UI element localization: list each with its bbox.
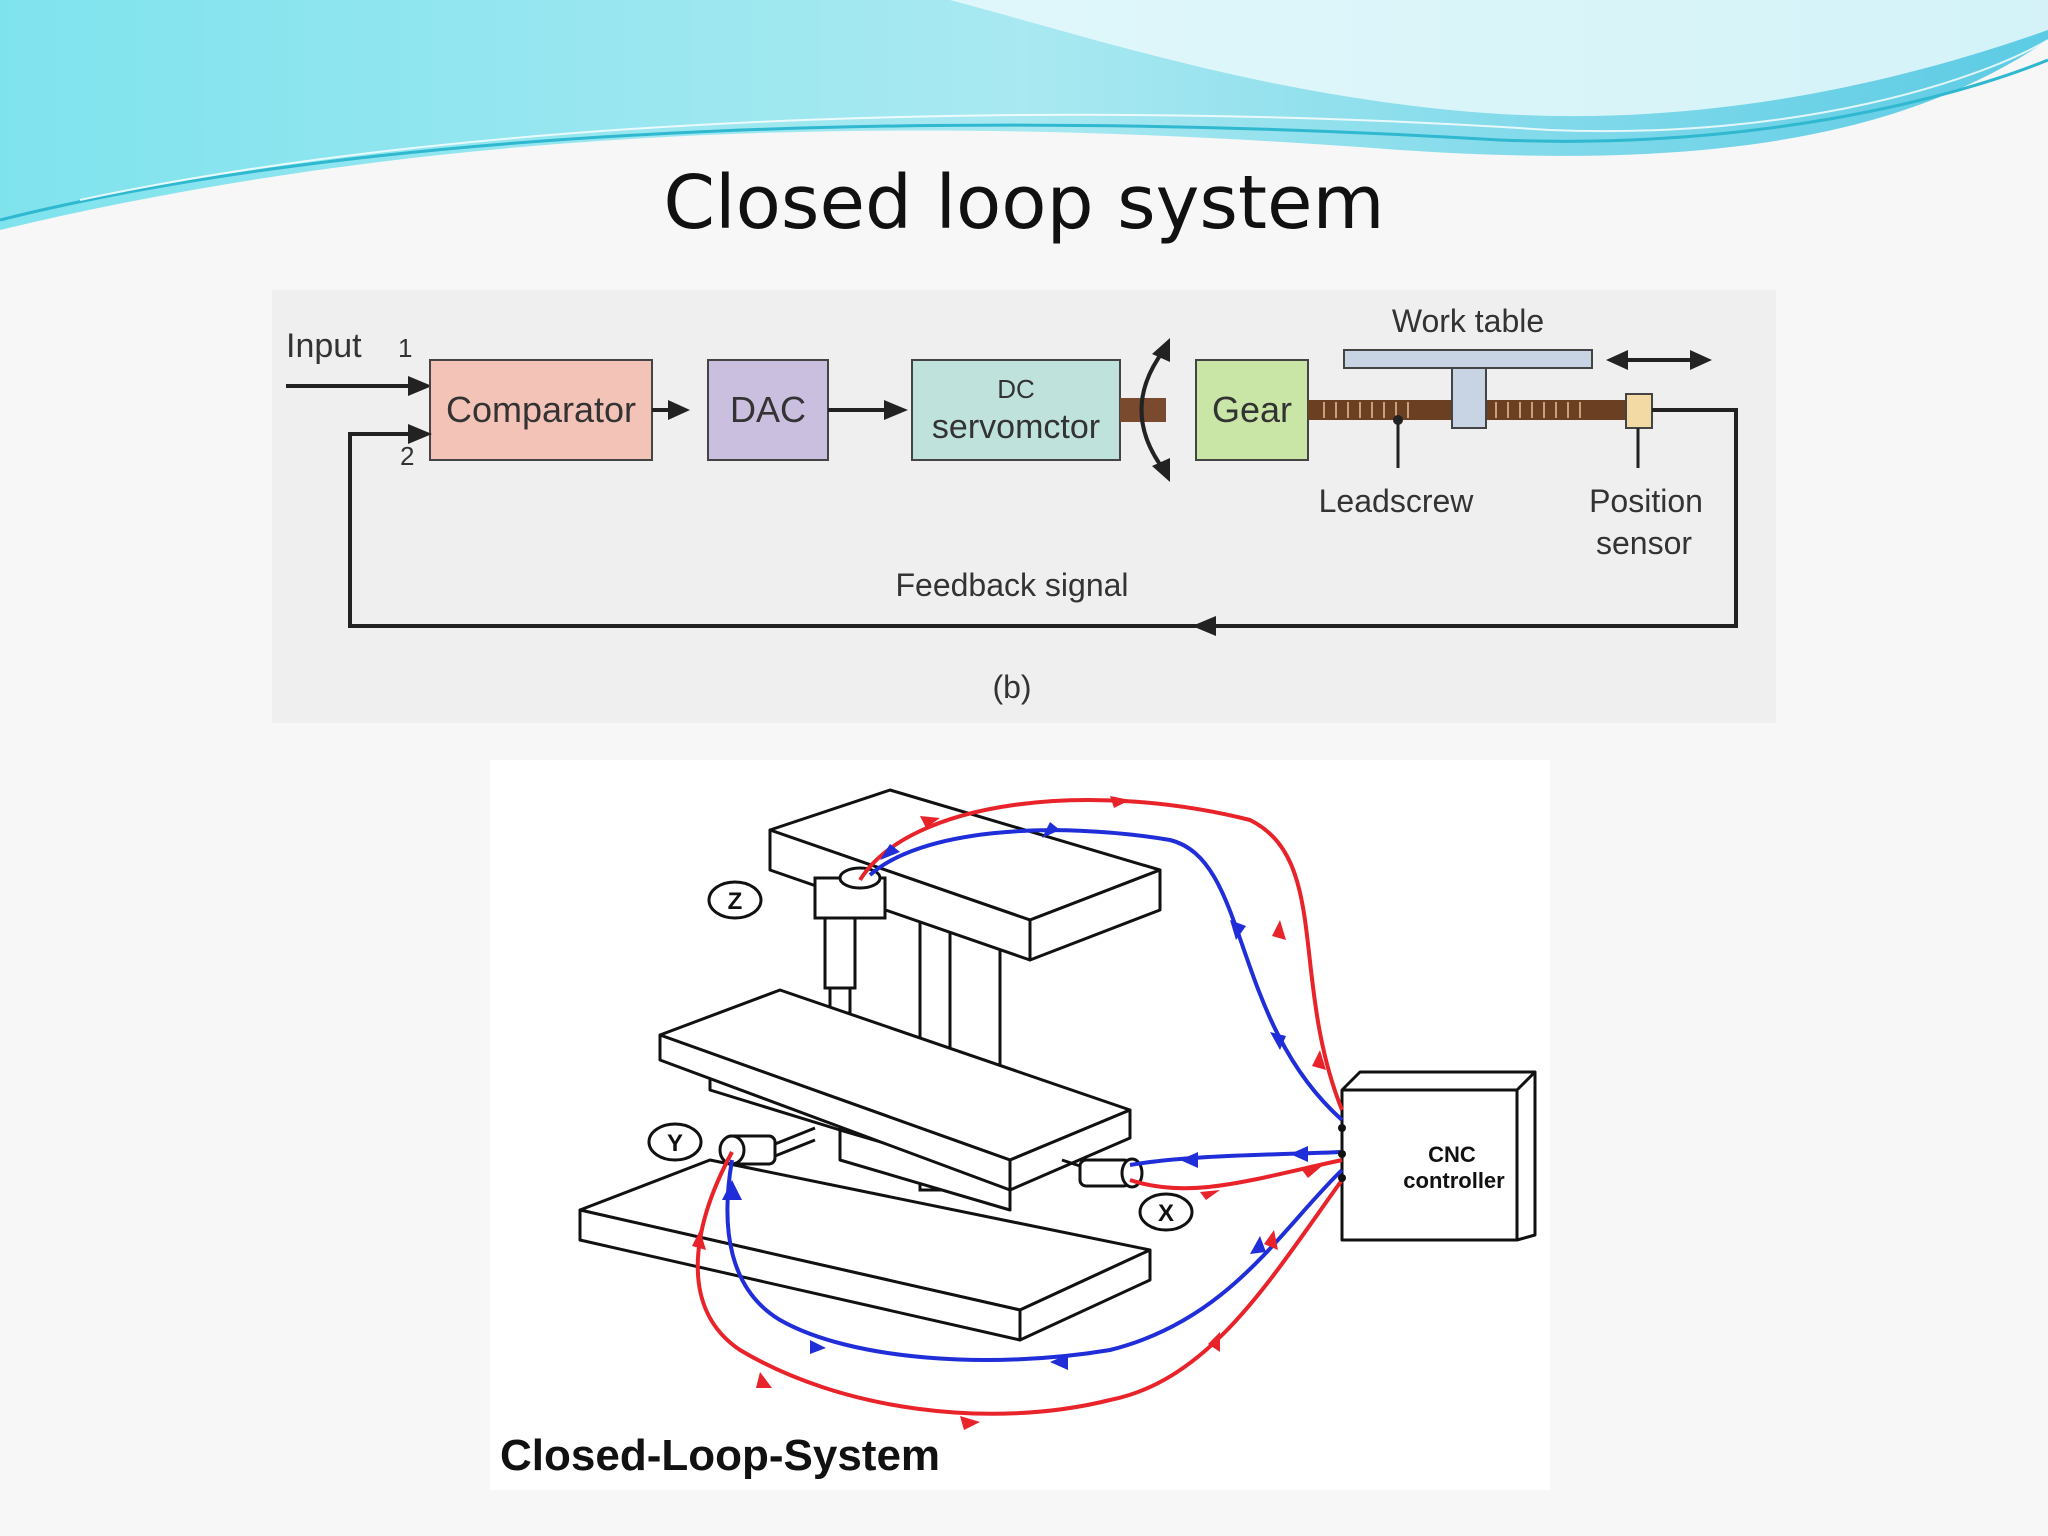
feedback-label: Feedback signal: [895, 567, 1128, 603]
comparator-block: [429, 359, 653, 461]
input-arrowhead: [408, 376, 432, 396]
machine-diagram: Z Y X CNC controller: [490, 760, 1550, 1490]
command-arrowheads: [692, 796, 1326, 1430]
diagram-caption: (b): [992, 669, 1031, 705]
block-diagram: Input 1 2 Comparator DAC DC servomctor G…: [272, 290, 1776, 723]
axis-z-text: Z: [728, 888, 743, 915]
machine-caption: Closed-Loop-System: [500, 1431, 940, 1480]
feedback-loop-line: [348, 408, 1738, 628]
dac-block: [707, 359, 829, 461]
axis-label-x: X: [1138, 1192, 1194, 1232]
work-table: [1343, 349, 1593, 369]
machine-head: [768, 788, 1162, 962]
feedback-arrowheads: [722, 822, 1308, 1370]
rotation-arrowhead-bottom: [1152, 458, 1170, 482]
comparator-label: Comparator: [446, 389, 636, 430]
machine-table: [658, 988, 1132, 1212]
controller-label-2: controller: [1403, 1168, 1505, 1193]
controller-label-1: CNC: [1428, 1142, 1476, 1167]
input-2-arrowhead: [408, 424, 432, 444]
input-1-label: 1: [398, 333, 412, 363]
arrowhead-dac-servo: [884, 400, 908, 420]
axis-y-text: Y: [667, 1130, 683, 1157]
controller-connectors: [1338, 1124, 1346, 1182]
rotation-arrow: [1139, 348, 1166, 472]
work-table-label: Work table: [1392, 303, 1544, 339]
wave-line-2: [79, 39, 2048, 201]
motion-arrowhead-left: [1606, 350, 1628, 370]
cnc-controller: [1340, 1070, 1537, 1242]
rotation-arrowhead-top: [1152, 338, 1170, 362]
servo-block: [911, 359, 1121, 461]
arrowhead-comp-dac: [668, 400, 690, 420]
dac-label: DAC: [730, 389, 806, 430]
axis-x-text: X: [1158, 1200, 1174, 1227]
slide-title: Closed loop system: [663, 160, 1385, 246]
position-sensor-label-1: Position: [1589, 483, 1703, 519]
leadscrew-pointer-dot: [1393, 415, 1403, 425]
feedback-arrowhead: [1192, 616, 1216, 636]
position-sensor-label-2: sensor: [1596, 525, 1692, 561]
axis-label-y: Y: [647, 1122, 703, 1162]
wave-line: [0, 58, 2048, 222]
input-2-label: 2: [400, 441, 414, 471]
motion-arrowhead-right: [1690, 350, 1712, 370]
gear-label: Gear: [1212, 389, 1292, 430]
machine-base: [578, 1158, 1152, 1342]
work-table-carriage: [1451, 367, 1487, 429]
command-signal-paths: [695, 798, 1344, 1416]
position-sensor: [1625, 393, 1653, 429]
axis-label-z: Z: [707, 880, 763, 920]
top-wave-light: [950, 0, 2048, 117]
input-label: Input: [286, 327, 362, 365]
leadscrew-label: Leadscrew: [1319, 483, 1475, 519]
x-axis-motor: [1061, 1157, 1144, 1189]
servo-label-line2: servomctor: [932, 408, 1100, 446]
feedback-signal-paths: [725, 828, 1344, 1362]
servo-label-line1: DC: [997, 374, 1035, 404]
